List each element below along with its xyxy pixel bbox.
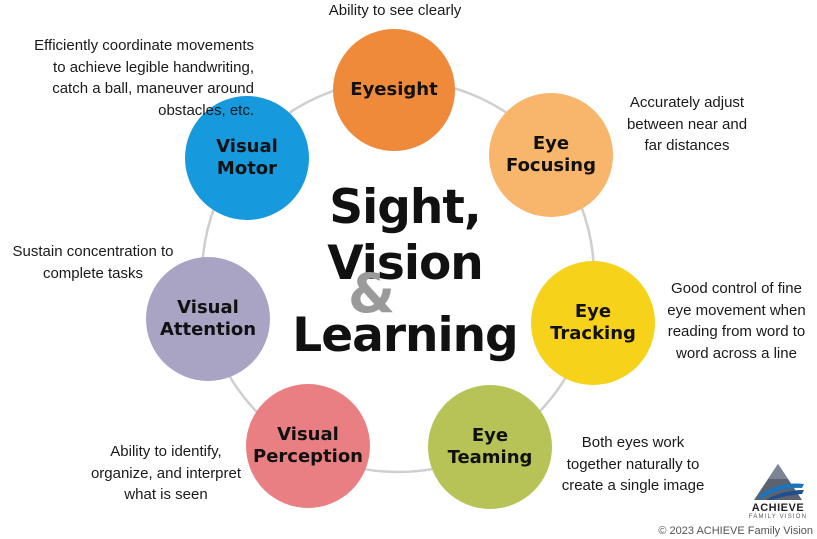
achieve-logo: ACHIEVE FAMILY VISION xyxy=(744,462,812,522)
central-title: Sight, Vision & Learning xyxy=(290,180,520,364)
node-label: Motor xyxy=(216,158,278,179)
node-label: Eye xyxy=(532,133,570,154)
title-ampersand: & xyxy=(348,262,396,325)
description-visual-attention: Sustain concentration to complete tasks xyxy=(12,243,174,282)
title-line-learning: Learning xyxy=(292,308,518,363)
node-label: Visual xyxy=(177,297,239,318)
title-line-vision: Vision xyxy=(327,236,484,291)
description-eyesight: Ability to see clearly xyxy=(328,2,462,19)
node-label: Teaming xyxy=(447,447,533,468)
logo-name: ACHIEVE xyxy=(751,502,805,514)
description-eye-focusing: Accurately adjust between near and far d… xyxy=(626,94,748,154)
node-label: Tracking xyxy=(550,323,636,344)
node-label: Visual xyxy=(277,424,339,445)
node-eyesight: Eyesight xyxy=(333,29,455,151)
node-label: Attention xyxy=(159,319,257,340)
description-visual-motor: Efficiently coordinate movements to achi… xyxy=(34,37,254,119)
node-label: Eye xyxy=(574,301,612,322)
node-label: Eye xyxy=(471,425,509,446)
copyright-notice: © 2023 ACHIEVE Family Vision xyxy=(658,525,813,537)
node-label: Visual xyxy=(216,136,278,157)
mountain-logo-icon xyxy=(754,464,804,500)
description-eye-tracking: Good control of fine eye movement when r… xyxy=(667,280,806,362)
title-line-sight: Sight, xyxy=(329,180,481,235)
node-label: Focusing xyxy=(506,155,596,176)
node-label: Eyesight xyxy=(350,79,438,100)
description-eye-teaming: Both eyes work together naturally to cre… xyxy=(561,434,705,494)
node-label: Perception xyxy=(253,446,363,467)
logo-subtitle: FAMILY VISION xyxy=(748,514,808,520)
description-visual-perception: Ability to identify, organize, and inter… xyxy=(90,443,242,503)
